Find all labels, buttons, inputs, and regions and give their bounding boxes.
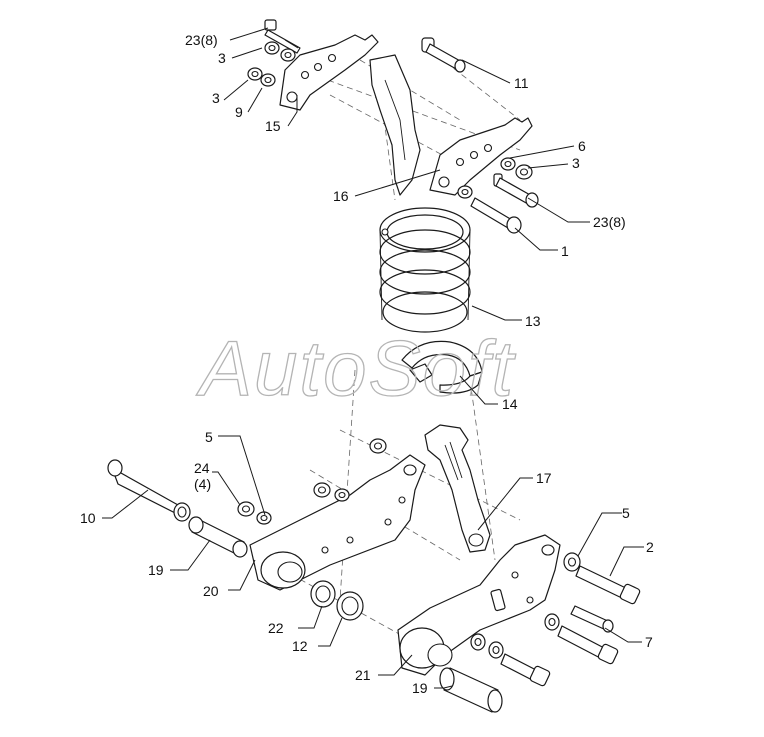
callout-3-top: 3 [218,50,226,66]
callout-labels: 23(8) 3 3 9 15 11 6 3 16 23(8) 1 13 14 5… [80,32,654,696]
watermark-text: AutoSoft [196,324,517,412]
callout-19-bottom: 19 [412,680,428,696]
callout-11: 11 [514,75,529,91]
bushing-19-left [188,516,248,558]
arm-20 [249,454,426,591]
callout-17: 17 [536,470,552,486]
bracket-17 [424,424,491,553]
upper-bracket-left [279,34,379,111]
pin-top [421,37,466,73]
callout-6: 6 [578,138,586,154]
callout-16: 16 [333,188,349,204]
callout-7: 7 [645,634,653,650]
callout-23-top: 23(8) [185,32,218,48]
callout-20: 20 [203,583,219,599]
callout-12: 12 [292,638,308,654]
callout-1: 1 [561,243,569,259]
leader-lines [102,27,644,689]
callout-21: 21 [355,667,371,683]
callout-15: 15 [265,118,281,134]
spring-seat [401,340,483,394]
callout-5-left: 5 [205,429,213,445]
upper-bracket-right [429,117,533,196]
callout-23-right: 23(8) [593,214,626,230]
bushing-19-bottom [439,667,503,713]
callout-19-left: 19 [148,562,164,578]
callout-24: 24 [194,460,210,476]
callout-9: 9 [235,104,243,120]
callout-3-right: 3 [572,155,580,171]
bushing-10 [107,459,191,522]
callout-2: 2 [646,539,654,555]
arm-21 [397,534,561,676]
callout-24-qty: (4) [194,476,211,492]
callout-22: 22 [268,620,284,636]
callout-5-right: 5 [622,505,630,521]
washers-top-left [247,41,296,87]
bolt-top-left [264,19,301,54]
coil-spring [379,207,471,333]
callout-14: 14 [502,396,518,412]
center-mount-tower [369,54,421,196]
callout-3-left: 3 [212,90,220,106]
washers-22-12 [310,580,364,621]
callout-10: 10 [80,510,96,526]
hardware-bottom-right [470,552,641,687]
callout-13: 13 [525,313,541,329]
